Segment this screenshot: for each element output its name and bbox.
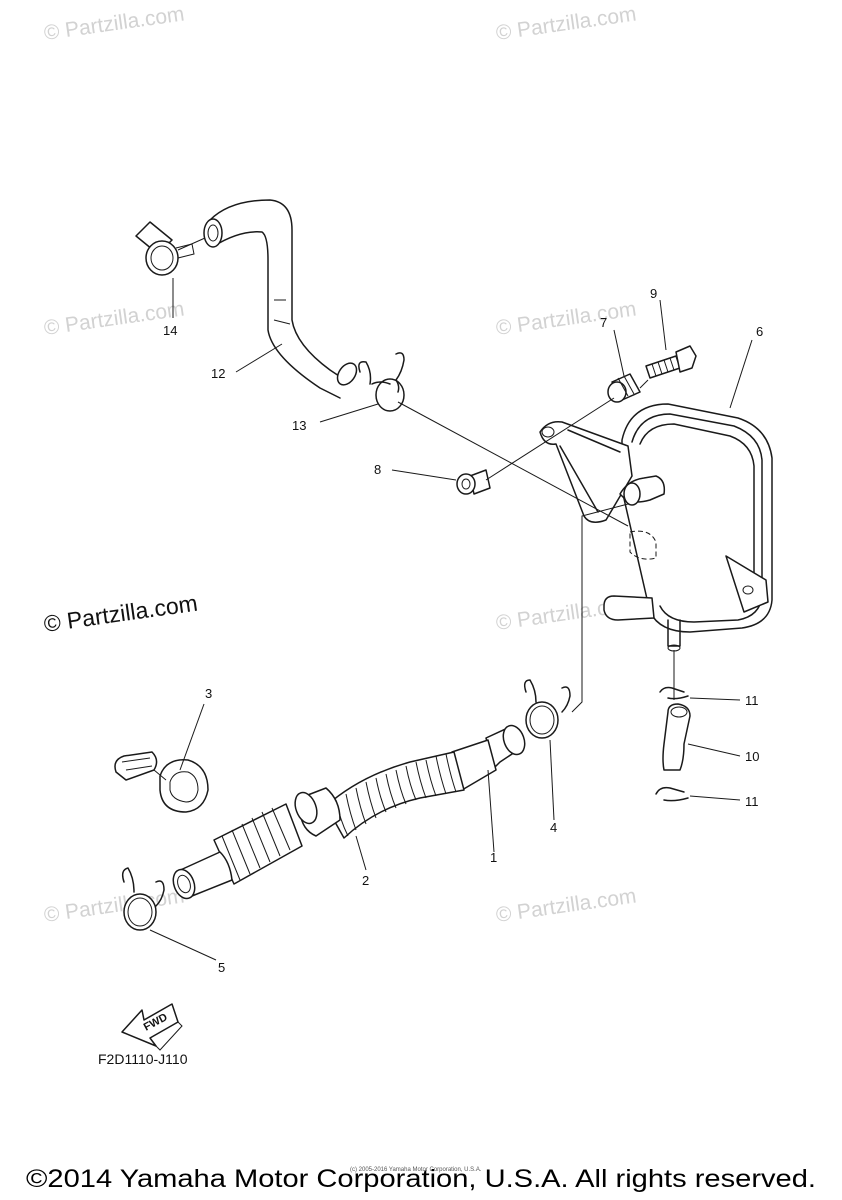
callout-12: 12 xyxy=(211,366,225,381)
callout-labels: 1 2 3 4 5 6 7 8 9 10 11 11 12 13 14 xyxy=(163,286,763,975)
callout-14: 14 xyxy=(163,323,177,338)
diagram-code: F2D1110-J110 xyxy=(98,1051,188,1067)
callout-1: 1 xyxy=(490,850,497,865)
hose-10 xyxy=(662,703,691,771)
clamp-11-lower xyxy=(655,786,689,802)
callout-6: 6 xyxy=(756,324,763,339)
clamp-14 xyxy=(135,221,206,276)
footer-copyright: ©2014 Yamaha Motor Corporation, U.S.A. A… xyxy=(26,1165,816,1193)
clip-5 xyxy=(121,867,165,931)
callout-5: 5 xyxy=(218,960,225,975)
collar-7 xyxy=(607,373,641,403)
callout-2: 2 xyxy=(362,873,369,888)
callout-3: 3 xyxy=(205,686,212,701)
callout-8: 8 xyxy=(374,462,381,477)
assembly-lines xyxy=(397,379,675,713)
grommet-8 xyxy=(456,469,491,495)
clamp-11-upper xyxy=(659,686,689,700)
callout-4: 4 xyxy=(550,820,557,835)
duct-1 xyxy=(325,724,526,839)
clip-13 xyxy=(358,352,405,412)
callout-7: 7 xyxy=(600,315,607,330)
fwd-arrow-icon: FWD xyxy=(121,1003,183,1051)
watermark: © Partzilla.com xyxy=(42,590,199,637)
watermark: © Partzilla.com xyxy=(42,2,185,44)
callout-13: 13 xyxy=(292,418,306,433)
bolt-9 xyxy=(645,345,697,379)
watermark: © Partzilla.com xyxy=(494,2,637,44)
clamp-3 xyxy=(114,751,209,813)
clip-4 xyxy=(523,679,571,739)
hose-12 xyxy=(203,199,358,399)
leader-lines xyxy=(149,278,753,961)
watermark: © Partzilla.com xyxy=(494,884,637,926)
duct-2 xyxy=(172,787,341,900)
watermark: © Partzilla.com xyxy=(494,297,637,339)
callout-11-lower: 11 xyxy=(745,794,759,809)
watermarks: © Partzilla.com © Partzilla.com © Partzi… xyxy=(42,2,638,926)
corrugations xyxy=(335,753,457,837)
callout-11-upper: 11 xyxy=(745,693,759,708)
silencer-6 xyxy=(539,403,773,652)
callout-9: 9 xyxy=(650,286,657,301)
small-copyright: (c) 2005-2016 Yamaha Motor Corporation, … xyxy=(350,1167,482,1173)
callout-10: 10 xyxy=(745,749,759,764)
